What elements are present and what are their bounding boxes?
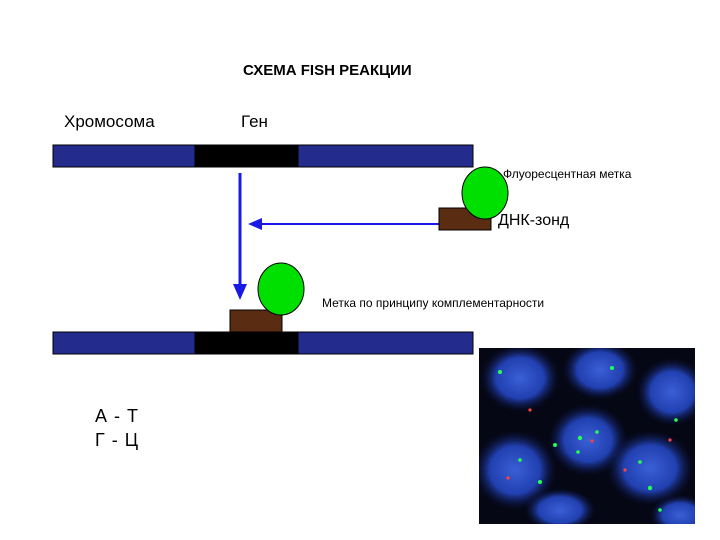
diagram-title: СХЕМА FISH РЕАКЦИИ (243, 62, 412, 79)
down-arrow (233, 173, 247, 300)
chromosome-bottom-right-segment (297, 331, 474, 355)
base-pair-gc: Г - Ц (95, 430, 140, 450)
gene-label: Ген (241, 112, 268, 131)
chromosome-bottom (52, 331, 474, 355)
chromosome-top-right-segment (297, 144, 474, 168)
chromosome-label: Хромосома (64, 112, 155, 131)
gene-top (194, 144, 299, 168)
fluorescent-label-circle (461, 166, 509, 220)
fluorescent-label-text: Флуоресцентная метка (503, 167, 632, 181)
base-pairs-list: А - Т Г - Ц (95, 404, 139, 452)
chromosome-top (52, 144, 474, 168)
bound-fluorescent-label-circle (257, 262, 305, 316)
complementary-label-text: Метка по принципу комплементарности (322, 296, 545, 310)
dna-probe-label: ДНК-зонд (498, 212, 570, 229)
gene-bottom (194, 331, 299, 355)
fish-micrograph-image (479, 348, 695, 524)
left-arrow (248, 218, 440, 230)
base-pair-at: А - Т (95, 406, 139, 426)
chromosome-top-left-segment (52, 144, 196, 168)
chromosome-bottom-left-segment (52, 331, 196, 355)
